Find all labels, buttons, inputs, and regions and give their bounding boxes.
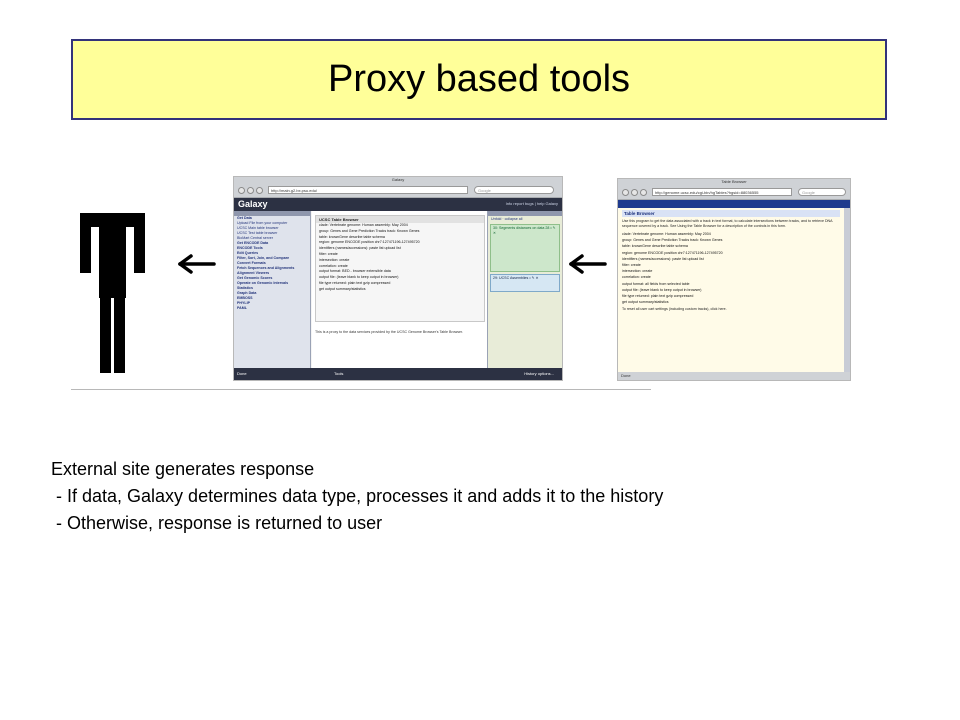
tool-link[interactable]: Upload File from your computer <box>237 221 288 225</box>
slide-body: External site generates response - If da… <box>51 456 931 537</box>
forward-button-icon[interactable] <box>631 189 638 196</box>
form-row[interactable]: file type returned: plain text gzip comp… <box>622 294 694 299</box>
person-figure-icon <box>80 213 145 373</box>
tool-section[interactable]: Alignment Viewers <box>237 271 270 275</box>
ucsc-window-chrome: Table Browser http://genome.ucsc.edu/cgi… <box>618 179 850 200</box>
form-row[interactable]: group: Genes and Gene Prediction Tracks … <box>319 228 420 233</box>
tools-footer: Tools <box>334 371 344 376</box>
tool-link[interactable]: UCSC Test table browser <box>237 231 278 235</box>
left-arrow-icon <box>178 254 216 274</box>
form-row[interactable]: intersection: create <box>319 257 350 262</box>
galaxy-search-field[interactable]: Google <box>474 186 554 194</box>
form-row[interactable]: table: knownGene describe table schema <box>622 244 688 249</box>
slide-title-box: Proxy based tools <box>71 39 887 120</box>
tool-section[interactable]: Edit Queries <box>237 251 259 255</box>
history-item[interactable]: 30: Segments distances on data 28 • ✎ ✕ <box>490 224 560 272</box>
tool-section[interactable]: Get Genomic Scores <box>237 276 273 280</box>
divider <box>71 389 651 390</box>
tool-section[interactable]: Statistics <box>237 286 253 290</box>
galaxy-window-chrome: Galaxy http://main.g2.bx.psu.edu/ Google <box>234 177 562 198</box>
ucsc-proxy-form: UCSC Table Browser clade: Vertebrate gen… <box>315 215 485 322</box>
ucsc-window-title: Table Browser <box>721 179 747 184</box>
back-button-icon[interactable] <box>622 189 629 196</box>
tool-section[interactable]: Graph Data <box>237 291 257 295</box>
form-row[interactable]: output format: BED - browser extensible … <box>319 269 391 274</box>
tool-section[interactable]: Filter, Sort, Join, and Compare <box>237 256 290 260</box>
history-item[interactable]: 29: UCSC Assemblies • ✎ ✕ <box>490 274 560 292</box>
ucsc-browser-screenshot: Table Browser http://genome.ucsc.edu/cgi… <box>617 178 851 381</box>
galaxy-window-title: Galaxy <box>391 177 405 182</box>
form-row[interactable]: correlation: create <box>319 263 348 268</box>
form-row[interactable]: clade: Vertebrate genome: Human assembly… <box>319 223 408 227</box>
tool-section[interactable]: Operate on Genomic Intervals <box>237 281 289 285</box>
reload-button-icon[interactable] <box>256 187 263 194</box>
galaxy-top-links[interactable]: Info report bugs | help Galaxy <box>505 201 558 206</box>
galaxy-status-bar: Done Tools History options... <box>234 368 562 380</box>
bullet-line: External site generates response <box>51 459 315 479</box>
proxy-footer-note: This is a proxy to the data services pro… <box>315 330 464 334</box>
ucsc-page-body: Table Browser Use this program to get th… <box>618 208 844 372</box>
galaxy-history-panel: Unfold · collapse all 30: Segments dista… <box>487 211 562 368</box>
tool-link[interactable]: BioMart Central server <box>237 236 273 240</box>
history-options-link[interactable]: History options... <box>524 371 554 376</box>
tool-section[interactable]: PAML <box>237 306 247 310</box>
tool-link[interactable]: UCSC Main table browser <box>237 226 279 230</box>
history-controls[interactable]: Unfold · collapse all <box>491 217 523 221</box>
form-row[interactable]: region: genome ENCODE position chr7:1274… <box>319 240 420 245</box>
ucsc-url-field[interactable]: http://genome.ucsc.edu/cgi-bin/hgTables?… <box>652 188 792 196</box>
bullet-line: - If data, Galaxy determines data type, … <box>51 486 664 506</box>
form-row[interactable]: identifiers (names/accessions): paste li… <box>622 256 704 261</box>
tool-section[interactable]: EMBOSS <box>237 296 253 300</box>
tool-section[interactable]: Fetch Sequences and Alignments <box>237 266 295 270</box>
form-row[interactable]: identifiers (names/accessions): paste li… <box>319 246 401 251</box>
form-row[interactable]: correlation: create <box>622 275 651 280</box>
form-row[interactable]: clade: Vertebrate genome: Human assembly… <box>622 232 711 236</box>
form-row[interactable]: get output summary/statistics <box>622 300 669 305</box>
bullet-line: - Otherwise, response is returned to use… <box>51 513 383 533</box>
galaxy-center-panel: UCSC Table Browser clade: Vertebrate gen… <box>312 211 488 368</box>
ucsc-page-header: Table Browser <box>622 210 840 217</box>
ucsc-reset-note: To reset all user cart settings (includi… <box>622 307 727 312</box>
left-arrow-icon <box>569 254 607 274</box>
galaxy-tools-panel: Get Data Upload File from your computer … <box>234 211 311 368</box>
forward-button-icon[interactable] <box>247 187 254 194</box>
form-row[interactable]: filter: create <box>622 263 641 268</box>
ucsc-search-field[interactable]: Google <box>798 188 846 196</box>
ucsc-scrollbar[interactable] <box>844 208 850 372</box>
form-row[interactable]: output format: all fields from selected … <box>622 281 690 286</box>
tools-section-get-data[interactable]: Get Data <box>237 216 252 220</box>
tool-section[interactable]: PHYLIP <box>237 301 250 305</box>
form-row[interactable]: output file: (leave blank to keep output… <box>622 287 702 292</box>
galaxy-url-field[interactable]: http://main.g2.bx.psu.edu/ <box>268 186 468 194</box>
galaxy-logo[interactable]: Galaxy <box>238 199 268 209</box>
slide-title: Proxy based tools <box>327 58 631 100</box>
ucsc-intro: Use this program to get the data associa… <box>622 219 833 228</box>
form-row[interactable]: region: genome ENCODE position chr7:1274… <box>622 250 723 255</box>
form-row[interactable]: group: Genes and Gene Prediction Tracks … <box>622 238 723 243</box>
form-row[interactable]: output file: (leave blank to keep output… <box>319 275 399 280</box>
form-row[interactable]: get output summary/statistics <box>319 286 366 291</box>
tool-section[interactable]: Convert Formats <box>237 261 266 265</box>
form-row[interactable]: filter: create <box>319 251 338 256</box>
galaxy-masthead: Galaxy Info report bugs | help Galaxy <box>234 198 562 211</box>
back-button-icon[interactable] <box>238 187 245 194</box>
tool-section[interactable]: ENCODE Tools <box>237 246 263 250</box>
form-row[interactable]: file type returned: plain text gzip comp… <box>319 280 391 285</box>
galaxy-browser-screenshot: Galaxy http://main.g2.bx.psu.edu/ Google… <box>233 176 563 381</box>
form-row[interactable]: intersection: create <box>622 269 653 274</box>
reload-button-icon[interactable] <box>640 189 647 196</box>
status-done: Done <box>237 371 247 376</box>
center-form-header: UCSC Table Browser <box>316 216 484 223</box>
form-row[interactable]: table: knownGene describe table schema <box>319 234 385 239</box>
tools-panel-header <box>234 211 310 216</box>
ucsc-status-bar: Done <box>618 372 850 380</box>
tool-section[interactable]: Get ENCODE Data <box>237 241 269 245</box>
history-panel-header <box>488 211 562 216</box>
